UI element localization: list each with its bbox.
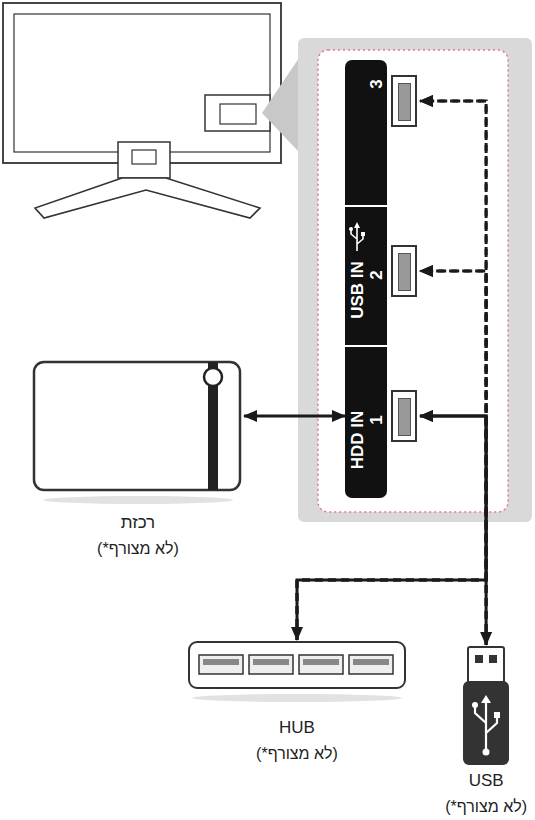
tv-stand-neck xyxy=(118,142,170,178)
usb-body xyxy=(463,681,509,765)
cable-arrow xyxy=(420,416,486,645)
tv-port-inset xyxy=(220,104,256,124)
port-label: USB IN xyxy=(349,261,366,319)
cable-arrow xyxy=(297,416,486,640)
dashed-cable xyxy=(420,101,486,645)
port-label: HDD IN xyxy=(349,411,366,470)
device-note: (*לא מצורף) xyxy=(445,797,527,817)
usb-contact xyxy=(475,655,483,663)
cable-arrow xyxy=(244,415,345,418)
device-shape xyxy=(32,360,244,495)
hub-body xyxy=(189,642,405,688)
device-note: (*לא מצורף) xyxy=(256,744,338,764)
hub-socket xyxy=(249,655,293,674)
port-panel-ground xyxy=(298,38,532,522)
device-box: רכזת (*לא מצורף) xyxy=(32,360,244,559)
hub-socket xyxy=(349,655,393,674)
dashed-cable xyxy=(297,101,486,640)
device-box: HUB (*לא מצורף) xyxy=(187,640,407,764)
usb-symbol-dot xyxy=(472,702,478,708)
port-panel-outline xyxy=(318,50,508,512)
hub-socket xyxy=(299,655,343,674)
tv-housing xyxy=(3,3,281,163)
port-slot: HDD IN1 xyxy=(345,345,420,498)
usb-symbol-tip xyxy=(481,695,491,703)
port-slot: 3 xyxy=(345,60,420,205)
device-box: USB (*לא מצורף) xyxy=(441,645,531,817)
usb-icon-dot xyxy=(349,227,353,231)
hub-socket-tongue xyxy=(253,659,289,665)
port-number: 2 xyxy=(368,270,385,279)
device-name: רכזת xyxy=(121,513,155,533)
socket-tongue xyxy=(398,253,411,291)
socket-tongue xyxy=(398,398,411,436)
device-shape xyxy=(187,640,407,692)
hub-socket-tongue xyxy=(303,659,339,665)
socket-tongue xyxy=(398,83,411,121)
port-number: 3 xyxy=(368,79,385,88)
device-name: HUB xyxy=(279,718,315,738)
usb-plug xyxy=(468,647,504,683)
device-name: USB xyxy=(469,771,504,791)
port-number: 1 xyxy=(368,415,385,424)
usb-contact xyxy=(489,655,497,663)
usb-socket xyxy=(391,390,417,442)
usb-icon-stroke xyxy=(351,227,363,251)
device-note: (*לא מצורף) xyxy=(97,539,179,559)
tv-stand-base xyxy=(35,178,260,218)
usb-symbol xyxy=(475,701,497,751)
hub-socket-tongue xyxy=(203,659,239,665)
drive-shadow xyxy=(43,496,233,504)
drive-body xyxy=(34,362,240,490)
dashed-cable xyxy=(297,271,486,640)
usb-icon-square xyxy=(361,232,365,236)
dashed-connectors xyxy=(297,101,486,645)
usb-socket xyxy=(391,75,417,127)
tv-inner-frame xyxy=(14,14,270,152)
callout-wedge xyxy=(262,58,299,152)
drive-led xyxy=(204,368,222,386)
hub-socket-tongue xyxy=(353,659,389,665)
device-shape xyxy=(461,645,511,767)
port-slot: USB IN2 xyxy=(345,205,420,345)
usb-symbol-base xyxy=(483,749,490,756)
hub-socket xyxy=(199,655,243,674)
dashed-cable xyxy=(420,271,486,645)
hub-shadow xyxy=(192,694,402,702)
tv-back xyxy=(3,3,281,218)
usb-socket xyxy=(391,245,417,297)
tv-port-area xyxy=(205,95,270,131)
tv-stand-clip xyxy=(132,150,156,164)
usb-icon-tip xyxy=(354,222,360,228)
usb-icon xyxy=(347,221,367,253)
usb-symbol-square xyxy=(494,712,500,718)
